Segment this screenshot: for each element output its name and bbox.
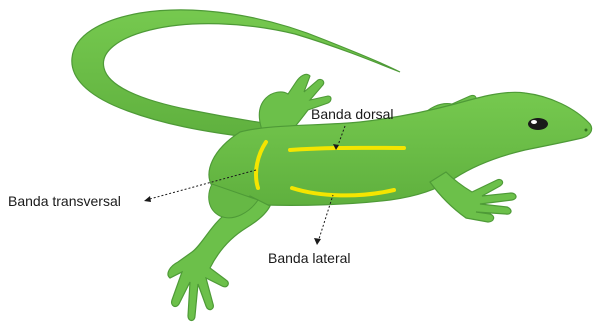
lizard-front-leg	[430, 172, 516, 222]
lizard-eye	[528, 118, 548, 130]
lizard-back-leg-upper	[259, 74, 331, 132]
label-banda-dorsal: Banda dorsal	[311, 106, 394, 122]
label-banda-lateral: Banda lateral	[268, 250, 351, 266]
leader-transversal-arrow	[144, 196, 151, 202]
lizard-nostril	[585, 129, 588, 132]
lizard-eye-highlight	[531, 120, 537, 124]
label-banda-transversal: Banda transversal	[8, 193, 121, 209]
band-dorsal-mark	[290, 148, 404, 150]
leader-lateral-arrow	[314, 238, 321, 245]
